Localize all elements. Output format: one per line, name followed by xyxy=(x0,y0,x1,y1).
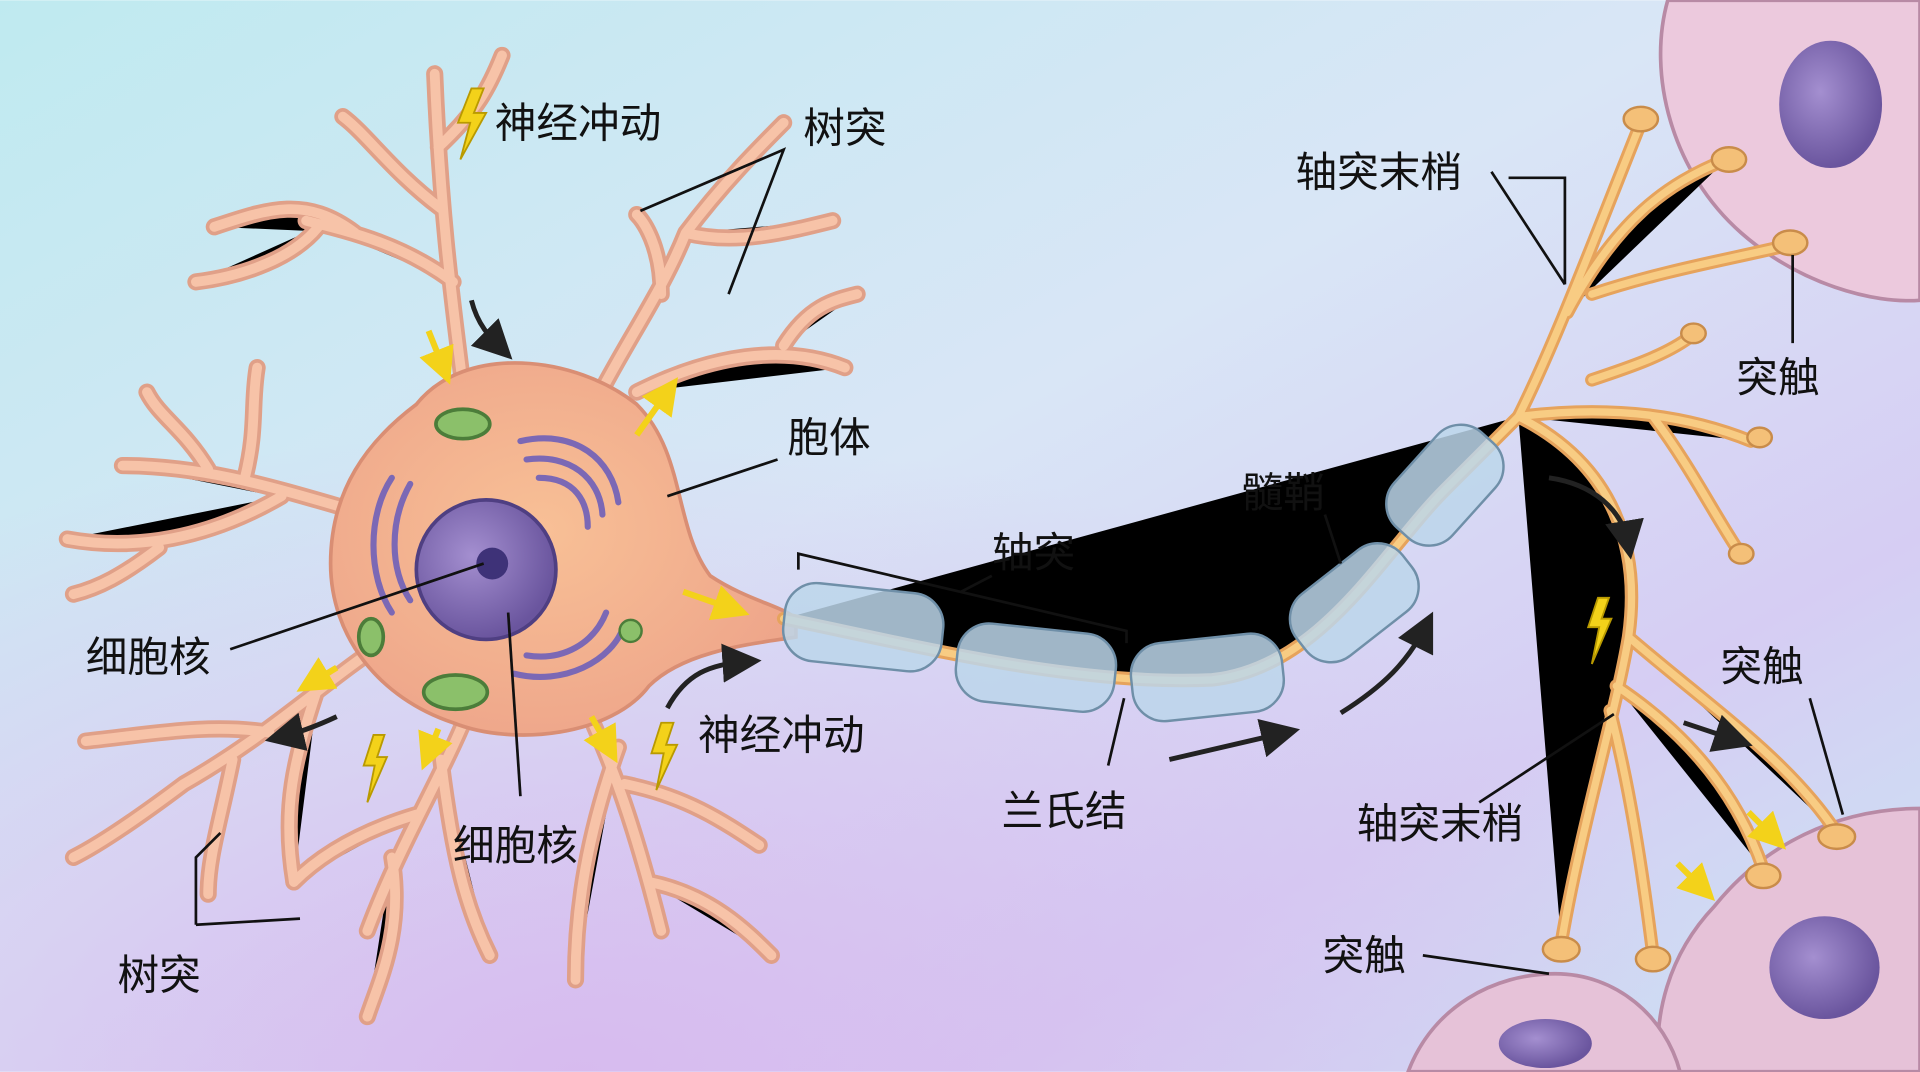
lightning-icon xyxy=(362,87,1613,803)
label-impulse-mid: 神经冲动 xyxy=(698,711,865,760)
label-axon: 轴突 xyxy=(992,528,1075,577)
label-synapse-bottom: 突触 xyxy=(1322,931,1405,980)
myelin-sheaths xyxy=(781,423,1505,723)
leader-lines xyxy=(194,147,1845,976)
labels: 神经冲动 树突 轴突末梢 突触 胞体 髓鞘 轴突 细胞核 神经冲动 突触 兰氏结… xyxy=(86,98,1820,999)
target-cell-bottom xyxy=(1406,806,1920,1072)
label-nucleus-bottom: 细胞核 xyxy=(453,821,578,870)
label-myelin: 髓鞘 xyxy=(1242,468,1325,517)
impulse-arrows xyxy=(264,299,1787,902)
label-node-of-ranvier: 兰氏结 xyxy=(1002,787,1127,836)
target-cell-top xyxy=(1658,0,1920,303)
label-impulse-top: 神经冲动 xyxy=(495,98,662,147)
target-nucleus-icon xyxy=(1779,40,1883,169)
label-axon-terminals-bottom: 轴突末梢 xyxy=(1357,799,1524,848)
nucleolus xyxy=(476,547,509,580)
label-synapse-top: 突触 xyxy=(1736,353,1819,402)
label-axon-terminals-top: 轴突末梢 xyxy=(1296,147,1463,196)
label-nucleus-left: 细胞核 xyxy=(86,632,211,681)
label-synapse-right: 突触 xyxy=(1720,642,1803,691)
label-soma: 胞体 xyxy=(787,413,870,462)
label-dendrites-bottom: 树突 xyxy=(118,951,201,1000)
label-dendrites-top: 树突 xyxy=(803,103,886,152)
organelles xyxy=(356,407,643,712)
cell-body xyxy=(328,361,798,737)
axon-terminal-bulbs xyxy=(1541,105,1857,973)
